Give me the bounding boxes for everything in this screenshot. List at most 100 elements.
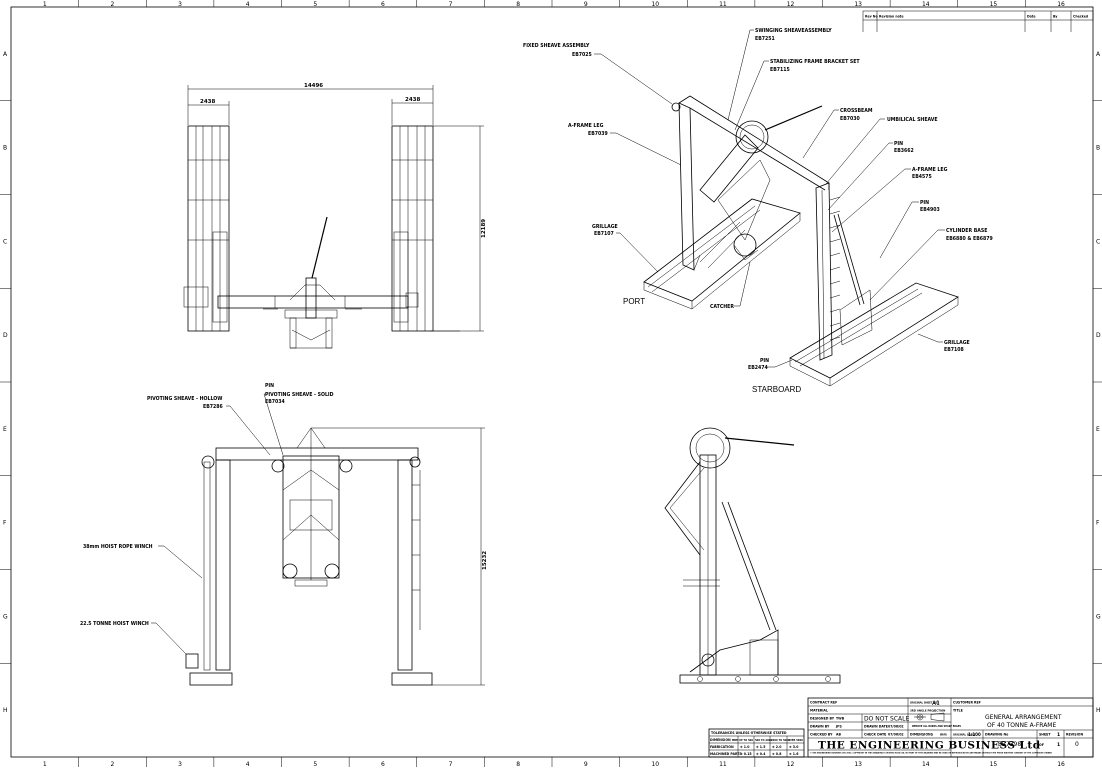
ladder-rung (829, 210, 841, 215)
column-zone-top: 11 (719, 1, 727, 8)
side-view (664, 427, 841, 684)
callout-pin-3-ref: EB2474 (748, 365, 768, 371)
designed-by-label: DESIGNED BY (810, 717, 835, 721)
row-zone-left: G (3, 613, 8, 620)
row-zone-left: A (3, 51, 8, 58)
ladder-rung (829, 308, 841, 313)
of-label: OF (1039, 743, 1044, 747)
copyright-notice: © THE ENGINEERING BUSINESS LTD 2002. COP… (810, 752, 1052, 755)
callout-pin-2-ref: EB4903 (920, 207, 940, 213)
sheet-value: 1 (1057, 732, 1060, 738)
tol-row-1-v0: ± 0.15 (740, 752, 752, 756)
column-zone-bottom: 11 (719, 761, 727, 768)
column-zone-bottom: 9 (584, 761, 588, 768)
callout-crossbeam-ref: EB7030 (840, 116, 860, 122)
column-zone-top: 16 (1057, 1, 1065, 8)
customer-ref-label: CUSTOMER REF (953, 701, 981, 705)
callout-aframe-leg-stbd: A-FRAME LEG (912, 167, 948, 173)
callout-fixed-sheave-ref: EB7025 (572, 52, 592, 58)
callout-grillage-stbd: GRILLAGE (944, 340, 970, 346)
column-zone-top: 10 (651, 1, 659, 8)
tol-header-3: 2000 TO 5000 (771, 739, 790, 742)
rev-no-header: Rev No (865, 15, 878, 19)
callout-pin-1: PIN (894, 141, 903, 147)
ladder-rungs (829, 196, 841, 341)
scale-value: 1:100 (968, 732, 981, 737)
tol-header-1: UP TO 500 (739, 739, 753, 742)
callout-catcher: CATCHER (710, 304, 734, 310)
drawn-date-value: 07/06/02 (888, 725, 904, 729)
contract-ref-label: CONTRACT REF (810, 701, 837, 705)
check-date-value: 07/06/02 (888, 733, 904, 737)
dim-right-width: 2438 (405, 97, 420, 103)
column-zone-bottom: 3 (178, 761, 182, 768)
column-zone-bottom: 8 (516, 761, 520, 768)
tol-row-0-v1: ± 1.5 (756, 745, 765, 749)
callout-grillage-stbd-ref: EB7108 (944, 347, 964, 353)
column-zone-bottom: 6 (381, 761, 385, 768)
row-zone-left: C (3, 238, 7, 245)
check-date-label: CHECK DATE (864, 733, 886, 737)
ladder-rung (829, 266, 841, 271)
column-zone-bottom: 16 (1057, 761, 1065, 768)
row-zone-right: F (1096, 520, 1100, 527)
title-line-2: OF 40 TONNE A-FRAME (987, 722, 1056, 729)
ladder-rung (829, 280, 841, 285)
revision-table: Rev No Revision note Date By Checked (862, 10, 1094, 32)
starboard-label: STARBOARD (752, 385, 801, 394)
callout-cylinder-base-ref: EB6880 & EB6879 (946, 236, 993, 242)
callout-pivoting-solid-ref: EB7034 (265, 399, 285, 405)
column-zone-top: 2 (110, 1, 114, 8)
callout-grillage-port-ref: EB7107 (594, 231, 614, 237)
callout-pin-3: PIN (760, 358, 769, 364)
rev-by-header: By (1053, 15, 1058, 19)
column-zone-bottom: 4 (246, 761, 250, 768)
column-zone-top: 4 (246, 1, 250, 8)
tol-row-0-label: FABRICATION (710, 745, 734, 749)
ladder-rung (829, 196, 841, 201)
column-zone-bottom: 1 (43, 761, 47, 768)
sheet-label: SHEET (1039, 733, 1051, 737)
tol-row-0-v2: ± 2.0 (772, 745, 782, 749)
dim-plan-height: 12189 (481, 219, 487, 238)
company-name: THE ENGINEERING BUSINESS Ltd (818, 740, 1041, 752)
callout-pin-2: PIN (920, 200, 929, 206)
port-label: PORT (623, 297, 645, 306)
tol-row-1-v3: ± 1.6 (789, 752, 799, 756)
front-view: 15232 (185, 427, 488, 686)
tolerance-table: TOLERANCES UNLESS OTHERWISE STATED DIMEN… (708, 728, 805, 758)
tol-row-1-label: MACHINED PARTS (710, 752, 742, 756)
scale-label: ORIGINAL SCALE (953, 734, 976, 737)
column-zone-top: 7 (449, 1, 453, 8)
third-angle-projection-icon (914, 712, 945, 722)
dim-left-width: 2438 (200, 99, 215, 105)
title-block: CONTRACT REF MATERIAL DESIGNED BY TWB DR… (807, 697, 1094, 758)
dimensions-unit: mm (940, 733, 947, 737)
row-zone-right: G (1096, 613, 1101, 620)
dimensions-label: DIMENSIONS (910, 733, 934, 737)
revision-label: REVISION (1066, 733, 1083, 737)
callout-pivoting-hollow: PIVOTING SHEAVE - HOLLOW (147, 396, 222, 402)
plan-view: 14496 2438 2438 12189 (183, 83, 487, 349)
callout-swinging-sheave-ref: EB7251 (755, 36, 775, 42)
row-zone-right: C (1096, 238, 1100, 245)
column-zone-bottom: 13 (854, 761, 862, 768)
ladder-rung (829, 238, 841, 243)
callout-aframe-leg-port-ref: EB7039 (588, 131, 608, 137)
column-zone-bottom: 7 (449, 761, 453, 768)
column-zone-top: 9 (584, 1, 588, 8)
isometric-callouts: FIXED SHEAVE ASSEMBLY EB7025 SWINGING SH… (523, 28, 993, 394)
finish-note: REMOVE ALL BURRS AND SHARP EDGES (912, 725, 961, 728)
column-zone-top: 8 (516, 1, 520, 8)
checked-by-label: CHECKED BY (810, 733, 833, 737)
tol-header-0: DIMENSION mm (710, 738, 739, 742)
callout-pivoting-hollow-ref: EB7286 (203, 404, 223, 410)
front-callouts: PIVOTING SHEAVE - HOLLOW EB7286 PIN PIVO… (80, 383, 334, 655)
tol-row-1-v2: ± 0.8 (772, 752, 782, 756)
drawing-no: EB7398 (998, 741, 1021, 748)
designed-by-value: TWB (836, 717, 845, 721)
tolerance-title: TOLERANCES UNLESS OTHERWISE STATED (711, 731, 787, 735)
drawn-by-label: DRAWN BY (810, 725, 830, 729)
sheet-size: A1 (932, 700, 940, 707)
